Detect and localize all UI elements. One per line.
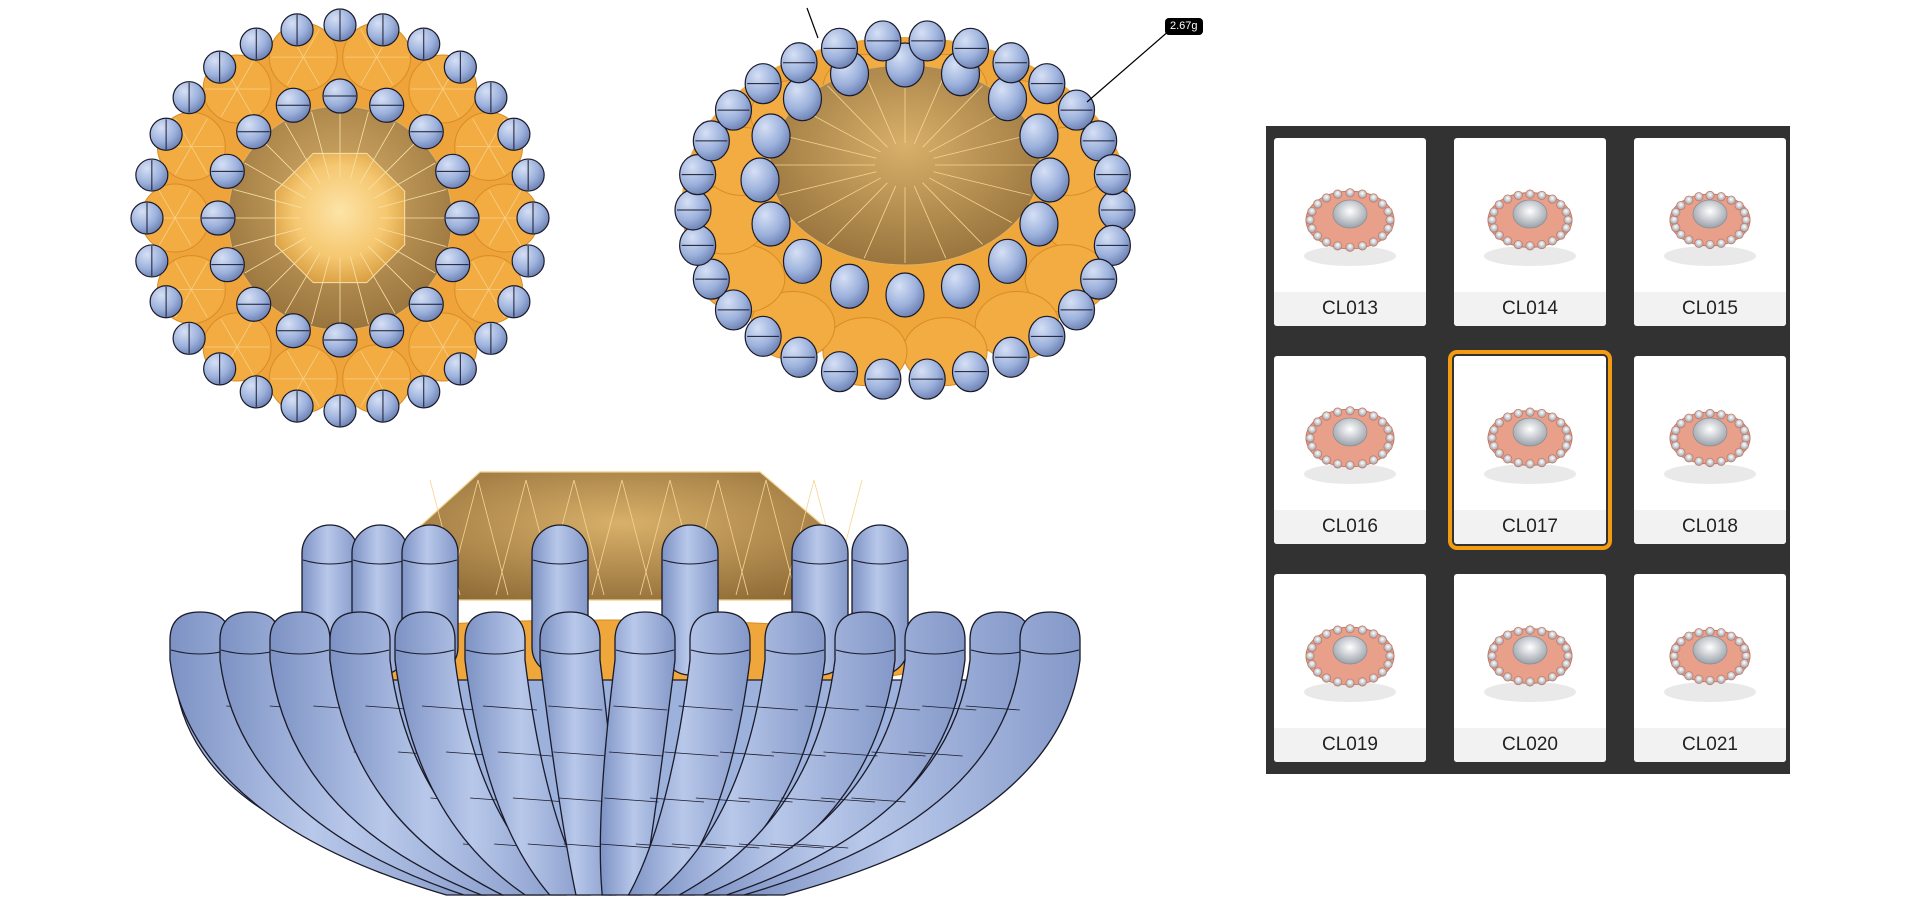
library-item-cl014[interactable]: CL014 <box>1454 138 1606 326</box>
library-item-cl019[interactable]: CL019 <box>1274 574 1426 762</box>
setting-thumbnail <box>1484 407 1576 484</box>
library-item-label: CL018 <box>1634 510 1786 544</box>
setting-thumbnail <box>1484 625 1576 702</box>
library-item-label: CL016 <box>1274 510 1426 544</box>
library-item-label: CL019 <box>1274 728 1426 762</box>
viewport-canvas[interactable] <box>0 0 1230 905</box>
perspective-view <box>674 20 1136 400</box>
setting-thumbnail <box>1304 624 1396 702</box>
setting-thumbnail <box>1664 190 1756 266</box>
library-item-label: CL017 <box>1454 510 1606 544</box>
weight-leader-line <box>1086 29 1171 103</box>
front-view <box>169 471 1081 896</box>
library-item-label: CL015 <box>1634 292 1786 326</box>
weight-badge: 2.67g <box>1165 18 1203 35</box>
library-item-cl018[interactable]: CL018 <box>1634 356 1786 544</box>
library-item-label: CL014 <box>1454 292 1606 326</box>
library-item-label: CL013 <box>1274 292 1426 326</box>
3d-viewport[interactable]: 2.67g <box>0 0 1230 905</box>
setting-thumbnail <box>1664 408 1756 484</box>
library-item-cl013[interactable]: CL013 <box>1274 138 1426 326</box>
library-item-cl016[interactable]: CL016 <box>1274 356 1426 544</box>
library-item-cl017[interactable]: CL017 <box>1448 350 1612 550</box>
library-item-cl021[interactable]: CL021 <box>1634 574 1786 762</box>
setting-thumbnail <box>1304 188 1396 266</box>
setting-thumbnail <box>1304 406 1396 484</box>
top-view <box>130 8 550 428</box>
library-item-cl020[interactable]: CL020 <box>1454 574 1606 762</box>
setting-thumbnail <box>1664 626 1756 702</box>
setting-thumbnail <box>1484 189 1576 266</box>
leader-line <box>806 7 819 39</box>
library-item-cl015[interactable]: CL015 <box>1634 138 1786 326</box>
library-item-label: CL020 <box>1454 728 1606 762</box>
library-item-label: CL021 <box>1634 728 1786 762</box>
